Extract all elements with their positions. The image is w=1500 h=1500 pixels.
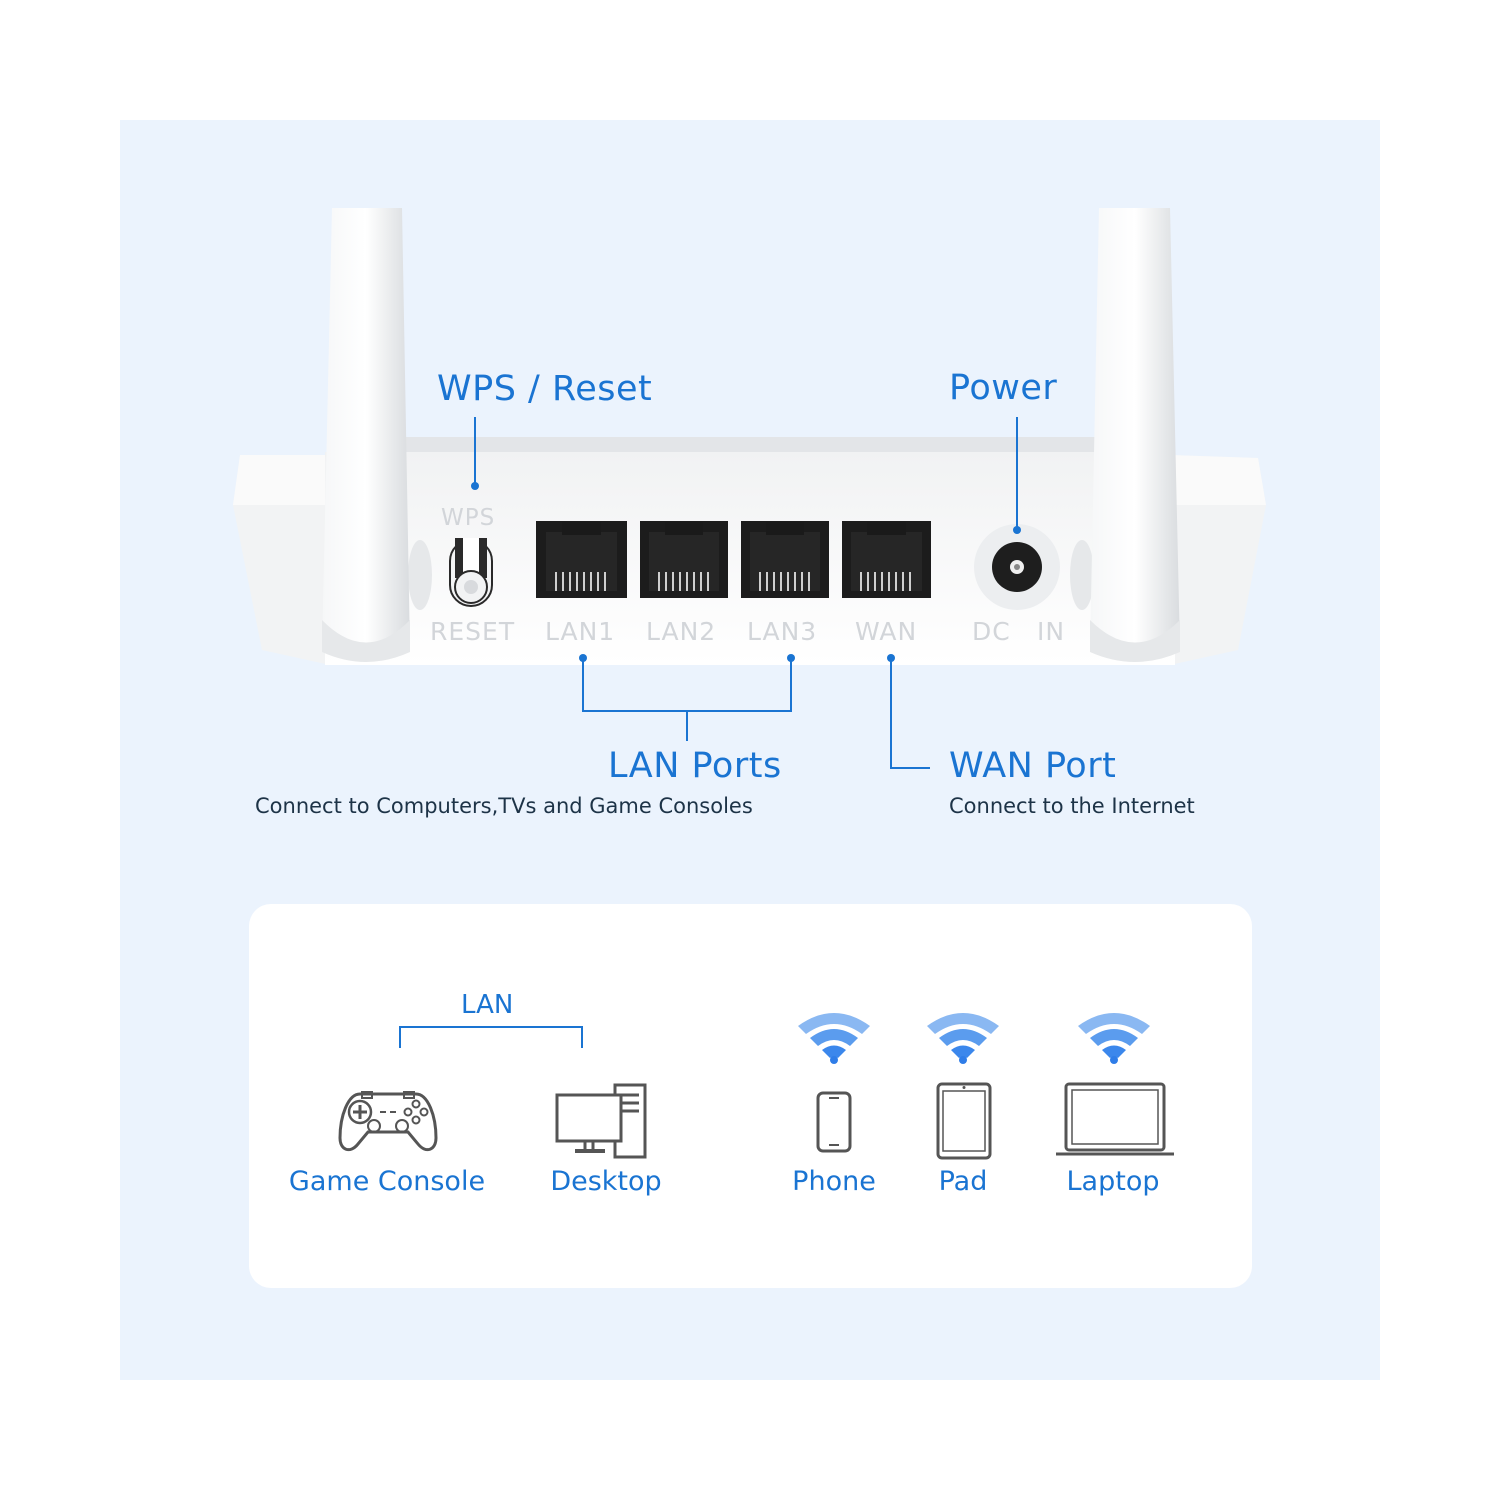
device-label-laptop: Laptop — [1066, 1166, 1160, 1197]
lan2-port-graphic — [640, 521, 728, 598]
right-antenna — [1090, 208, 1180, 662]
dc-label: DC — [972, 617, 1011, 646]
lan3-label: LAN3 — [747, 617, 818, 646]
tablet-icon — [936, 1082, 992, 1160]
wan-port-graphic — [842, 521, 931, 598]
lan1-port-graphic — [536, 521, 627, 598]
lan-bracket-line — [582, 658, 792, 712]
wifi-icon — [794, 1008, 874, 1064]
wifi-icon — [1074, 1008, 1154, 1064]
device-label-game-console: Game Console — [288, 1166, 486, 1197]
router-body-right — [1170, 455, 1266, 665]
in-label: IN — [1037, 617, 1066, 646]
dc-power-jack — [974, 524, 1060, 610]
lan1-label: LAN1 — [545, 617, 616, 646]
wifi-icon — [923, 1008, 1003, 1064]
left-antenna — [322, 208, 410, 662]
wan-port-callout: WAN Port — [949, 746, 1117, 786]
lan-heading: LAN — [461, 990, 514, 1020]
lan-ports-subtitle: Connect to Computers,TVs and Game Consol… — [255, 794, 753, 818]
laptop-icon — [1054, 1082, 1176, 1160]
reset-label: RESET — [430, 617, 516, 646]
lan-ports-callout: LAN Ports — [608, 746, 782, 786]
wps-reset-callout: WPS / Reset — [437, 369, 653, 409]
lan2-label: LAN2 — [646, 617, 717, 646]
devices-card — [249, 904, 1252, 1288]
wan-label: WAN — [855, 617, 918, 646]
device-label-desktop: Desktop — [550, 1166, 662, 1197]
device-label-pad: Pad — [938, 1166, 988, 1197]
wps-label: WPS — [441, 505, 496, 531]
wan-leader-line — [890, 658, 930, 769]
router-illustration — [233, 208, 1266, 769]
game-controller-icon — [338, 1088, 438, 1154]
wan-port-subtitle: Connect to the Internet — [949, 794, 1195, 818]
lan3-port-graphic — [741, 521, 829, 598]
phone-icon — [816, 1091, 852, 1153]
desktop-computer-icon — [555, 1083, 647, 1159]
wps-reset-button — [449, 538, 493, 607]
router-body-left — [233, 455, 330, 665]
power-callout: Power — [949, 368, 1058, 408]
device-label-phone: Phone — [792, 1166, 876, 1197]
